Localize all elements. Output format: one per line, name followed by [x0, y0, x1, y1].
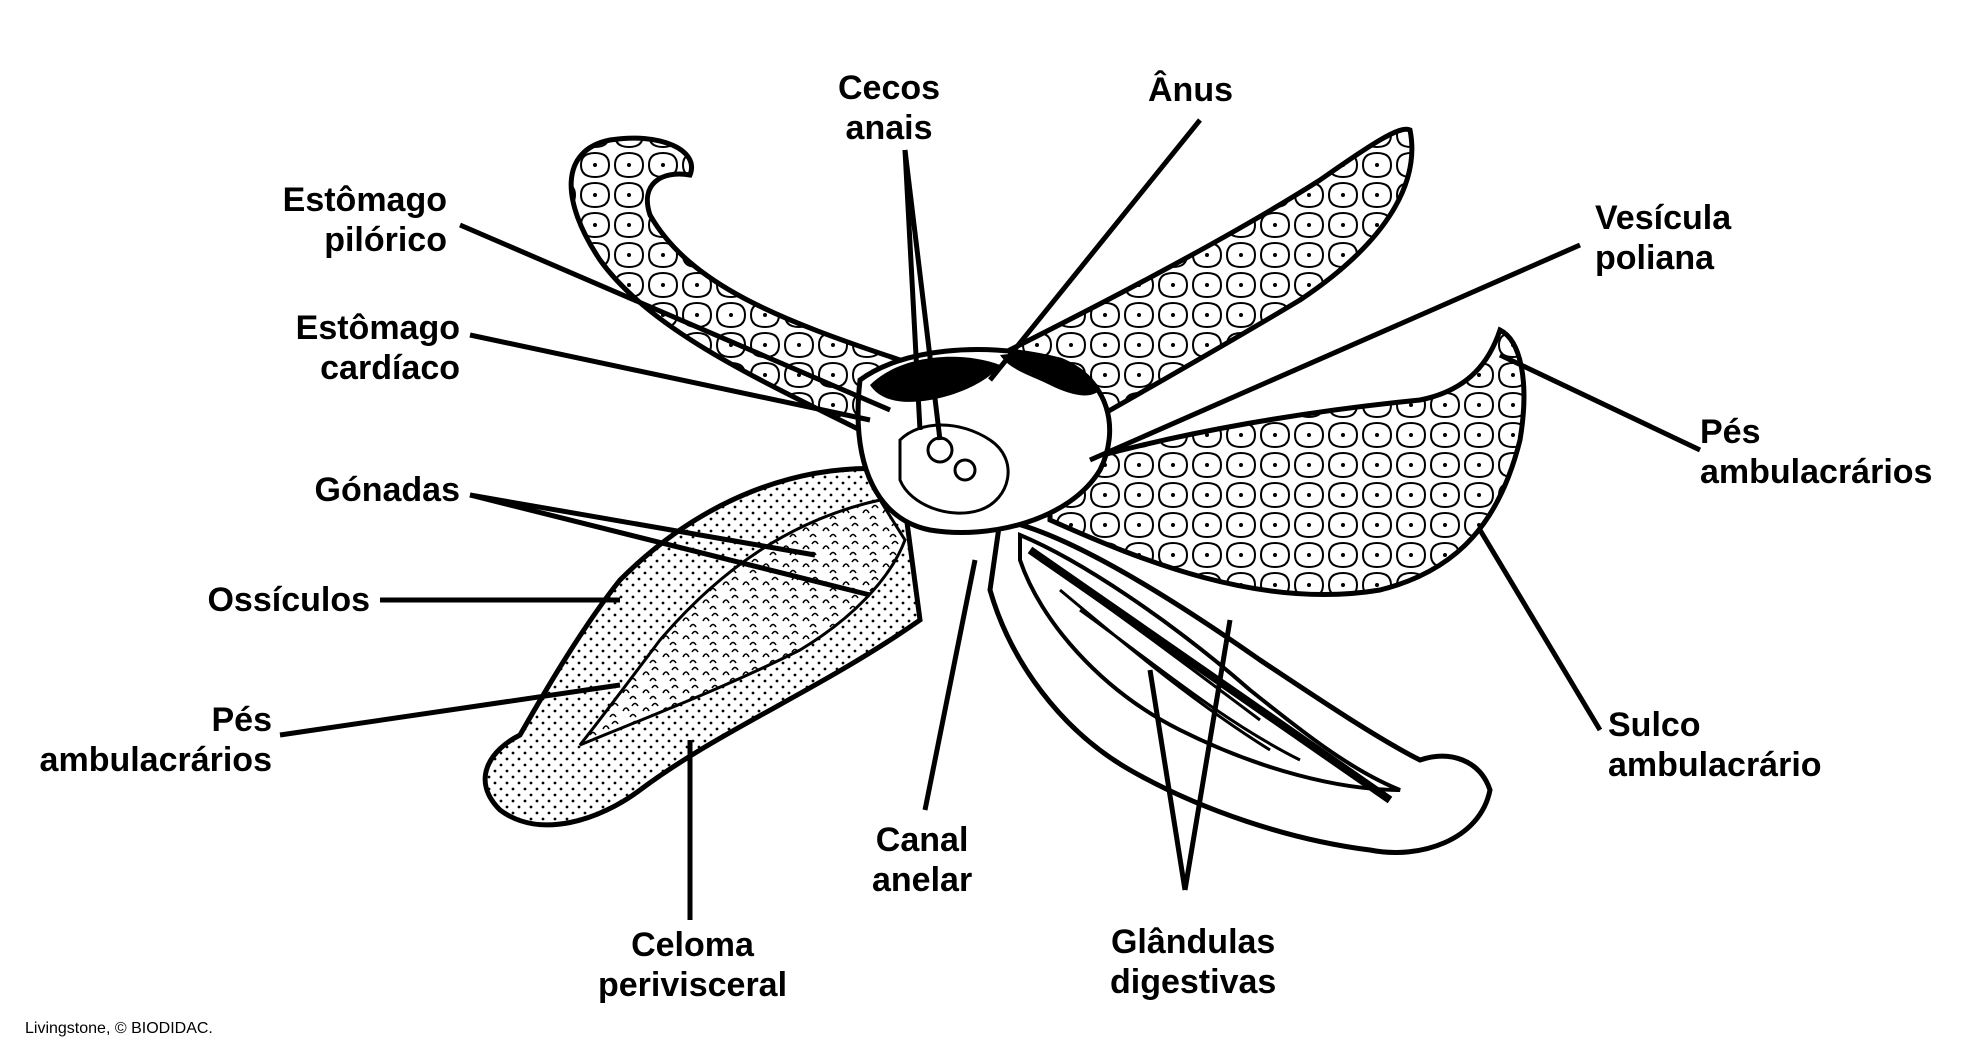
- label-vesicula-poliana: Vesícula poliana: [1595, 199, 1732, 277]
- leader-lines: [279, 118, 1702, 920]
- label-estomago-pilorico: Estômago pilórico: [282, 181, 447, 259]
- credit-line: Livingstone, © BIODIDAC.: [25, 1020, 213, 1037]
- arm-lower-left-dissected: [482, 466, 923, 828]
- label-gonadas: Gónadas: [314, 471, 460, 509]
- label-ossiculos: Ossículos: [207, 581, 370, 619]
- label-pes-ambulacrarios-right: Pés ambulacrários: [1700, 413, 1933, 491]
- label-pes-ambulacrarios-left: Pés ambulacrários: [39, 701, 272, 779]
- label-celoma-perivisceral: Celoma perivisceral: [598, 926, 788, 1004]
- central-disc: [855, 347, 1113, 535]
- label-cecos-anais: Cecos anais: [838, 69, 941, 147]
- label-estomago-cardiaco: Estômago cardíaco: [295, 309, 460, 387]
- label-glandulas-digestivas: Glândulas digestivas: [1110, 923, 1277, 1001]
- label-canal-anelar: Canal anelar: [872, 821, 973, 899]
- label-sulco-ambulacrario: Sulco ambulacrário: [1608, 706, 1822, 784]
- arm-lower-right-dissected: [987, 517, 1493, 855]
- label-anus: Ânus: [1148, 71, 1233, 109]
- arm-right: [1047, 326, 1527, 598]
- arm-upper-left: [568, 135, 904, 434]
